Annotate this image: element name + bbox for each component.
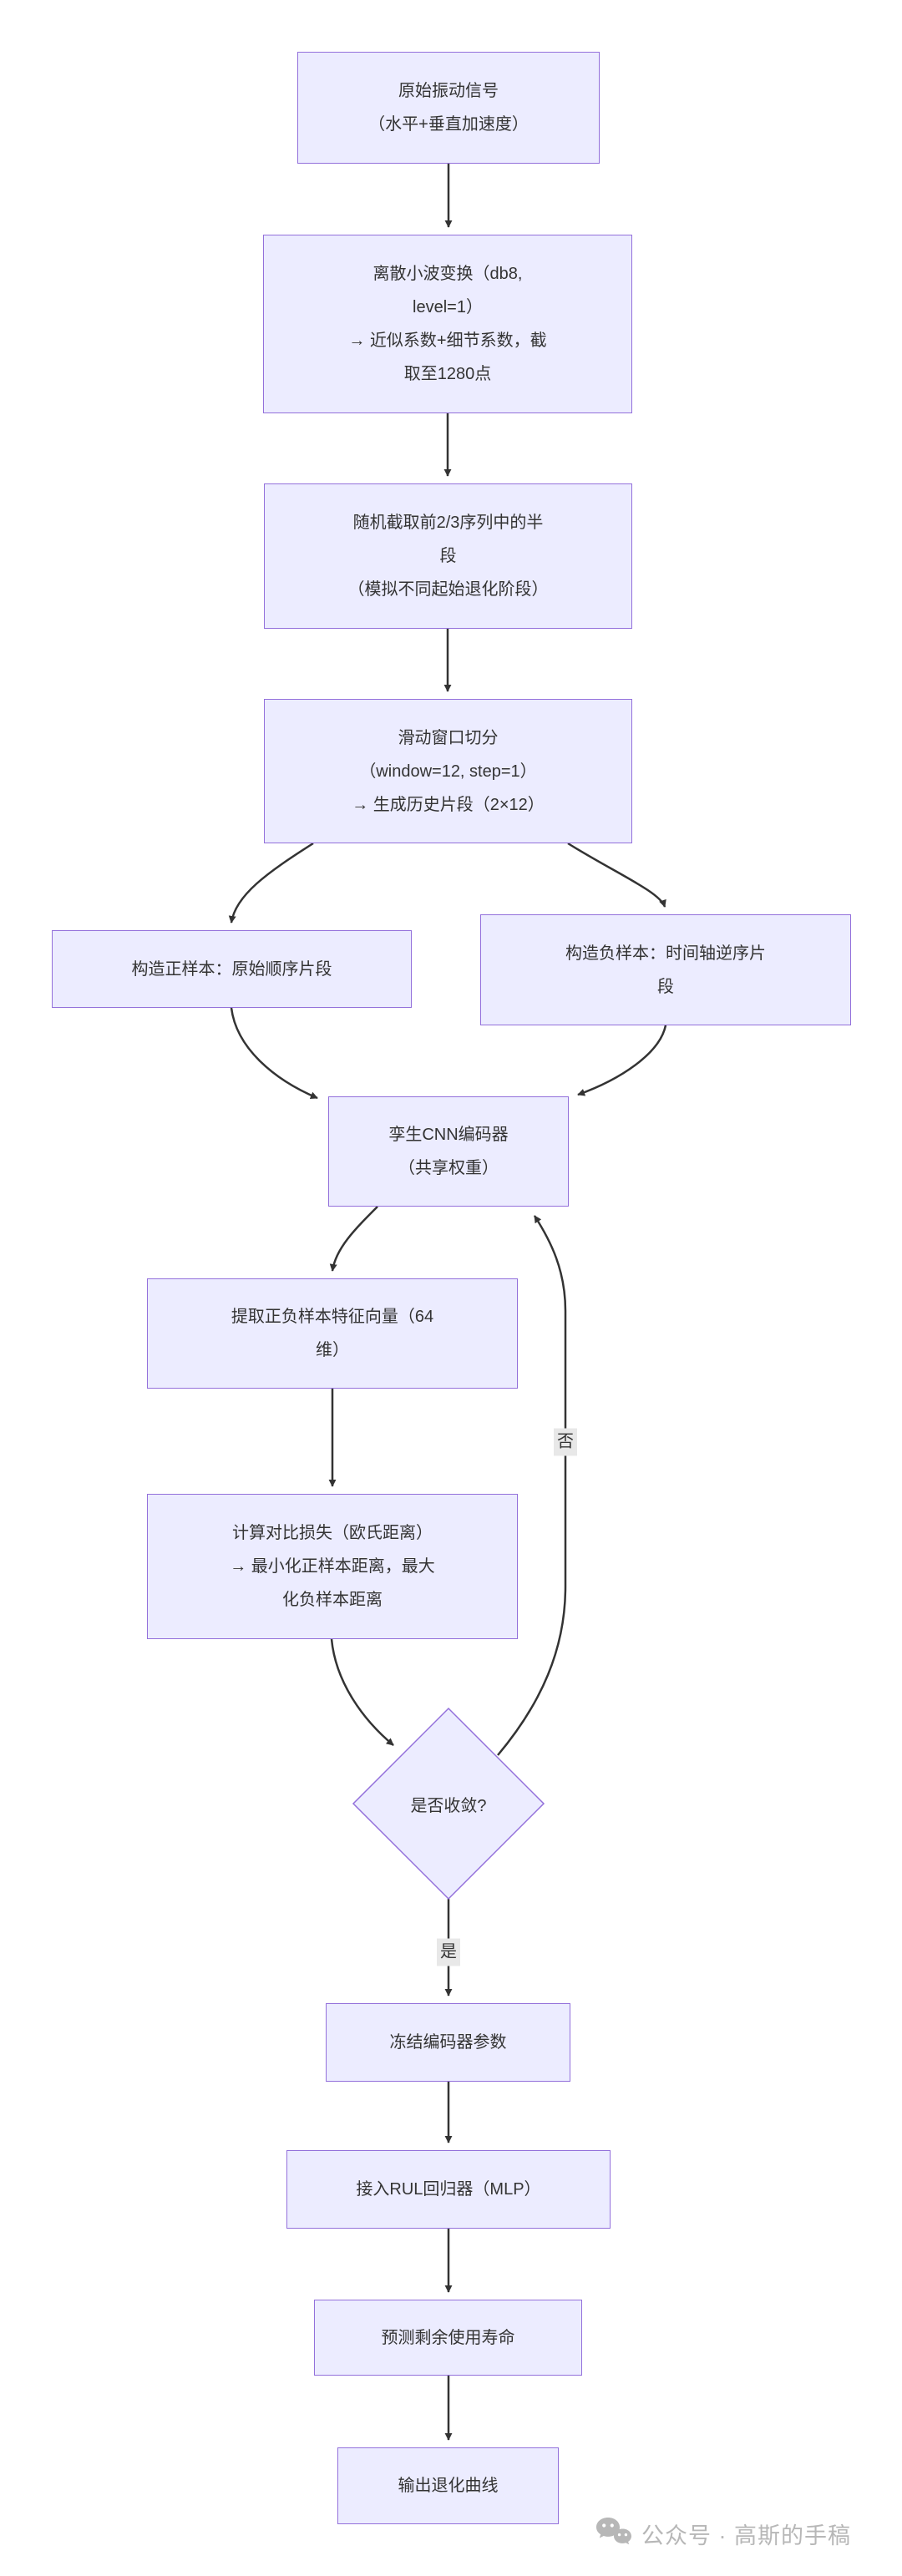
edge-positive-to-encoder bbox=[230, 1007, 318, 1100]
node-freeze-encoder-label: 冻结编码器参数 bbox=[389, 2033, 507, 2052]
node-convergence-check: 是否收敛? bbox=[353, 1708, 544, 1899]
wechat-icon bbox=[595, 2517, 633, 2550]
node-feature-vectors-label: 提取正负样本特征向量（64 维） bbox=[231, 1308, 434, 1359]
node-feature-vectors: 提取正负样本特征向量（64 维） bbox=[147, 1278, 518, 1389]
node-predict-rul: 预测剩余使用寿命 bbox=[314, 2300, 582, 2376]
node-output-curve: 输出退化曲线 bbox=[337, 2447, 559, 2524]
node-output-curve-label: 输出退化曲线 bbox=[398, 2477, 499, 2495]
edge-window-to-negative bbox=[567, 842, 666, 908]
node-dwt: 离散小波变换（db8, level=1） → 近似系数+细节系数，截 取至128… bbox=[263, 235, 632, 413]
watermark-text: 公众号 · 高斯的手稿 bbox=[641, 2523, 851, 2548]
edge-window-to-positive bbox=[228, 842, 314, 924]
node-raw-signal: 原始振动信号 （水平+垂直加速度） bbox=[297, 52, 600, 164]
node-contrastive-loss: 计算对比损失（欧氏距离） → 最小化正样本距离，最大 化负样本距离 bbox=[147, 1494, 518, 1639]
node-freeze-encoder: 冻结编码器参数 bbox=[326, 2003, 570, 2082]
node-random-crop: 随机截取前2/3序列中的半 段 （模拟不同起始退化阶段） bbox=[264, 483, 632, 629]
edge-decision-no-loop bbox=[497, 1215, 567, 1756]
node-siamese-encoder: 孪生CNN编码器 （共享权重） bbox=[328, 1096, 569, 1207]
watermark: 公众号 · 高斯的手稿 bbox=[595, 2517, 851, 2550]
node-random-crop-label: 随机截取前2/3序列中的半 段 （模拟不同起始退化阶段） bbox=[347, 514, 549, 599]
node-positive-sample-label: 构造正样本：原始顺序片段 bbox=[131, 959, 332, 979]
node-sliding-window: 滑动窗口切分 （window=12, step=1） → 生成历史片段（2×12… bbox=[264, 699, 632, 843]
edge-label-yes: 是 bbox=[437, 1938, 460, 1966]
node-siamese-encoder-label: 孪生CNN编码器 （共享权重） bbox=[388, 1126, 509, 1177]
node-convergence-check-label: 是否收敛? bbox=[410, 1796, 487, 1815]
edge-encoder-to-features bbox=[329, 1206, 378, 1272]
node-dwt-label: 离散小波变换（db8, level=1） → 近似系数+细节系数，截 取至128… bbox=[348, 265, 547, 383]
node-raw-signal-label: 原始振动信号 （水平+垂直加速度） bbox=[368, 82, 529, 134]
node-negative-sample: 构造负样本：时间轴逆序片 段 bbox=[480, 914, 851, 1025]
node-contrastive-loss-label: 计算对比损失（欧氏距离） → 最小化正样本距离，最大 化负样本距离 bbox=[230, 1524, 435, 1609]
node-rul-regressor: 接入RUL回归器（MLP） bbox=[286, 2150, 611, 2229]
node-negative-sample-label: 构造负样本：时间轴逆序片 段 bbox=[565, 944, 766, 996]
node-positive-sample: 构造正样本：原始顺序片段 bbox=[52, 930, 412, 1008]
node-predict-rul-label: 预测剩余使用寿命 bbox=[381, 2328, 515, 2347]
node-rul-regressor-label: 接入RUL回归器（MLP） bbox=[356, 2180, 541, 2199]
edge-loss-to-decision bbox=[330, 1638, 394, 1746]
decision-diamond-shape bbox=[352, 1707, 545, 1900]
edge-negative-to-encoder bbox=[577, 1025, 667, 1096]
edge-label-no: 否 bbox=[554, 1428, 577, 1456]
node-sliding-window-label: 滑动窗口切分 （window=12, step=1） → 生成历史片段（2×12… bbox=[352, 728, 545, 814]
